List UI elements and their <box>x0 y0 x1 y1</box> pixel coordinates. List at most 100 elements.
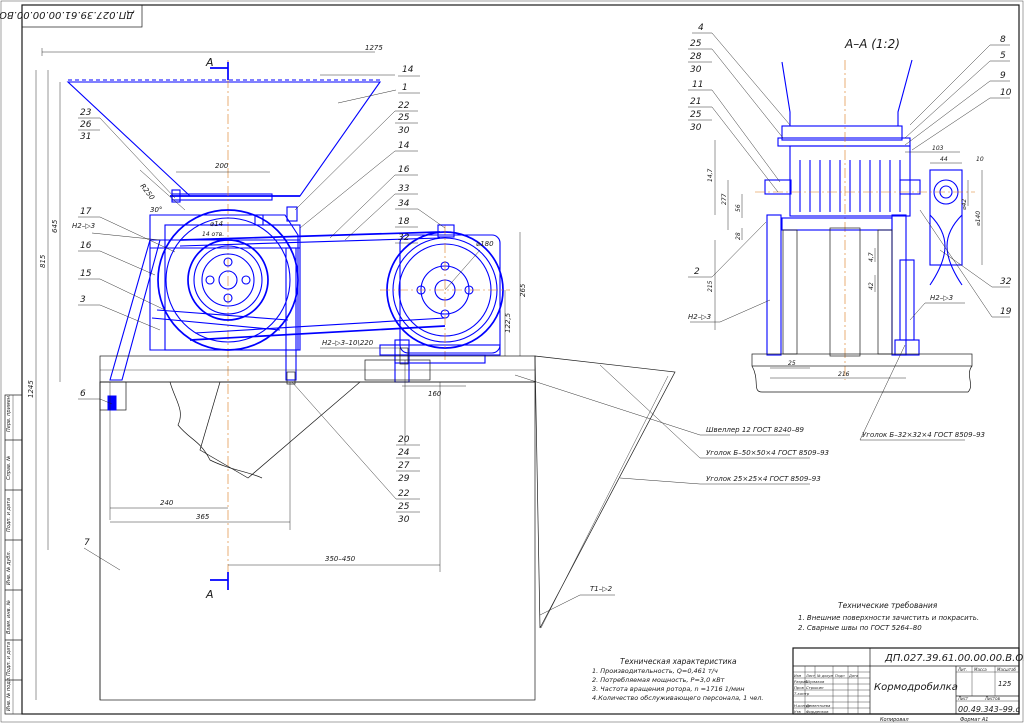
sec-callout: 11 <box>692 80 703 90</box>
dim-350-450: 350–450 <box>325 555 356 563</box>
tb-sheets-label: Листов <box>984 696 1001 701</box>
dim-motor-pulley: ⌀180 <box>476 240 494 248</box>
sec-dim: 28 <box>735 232 742 240</box>
tech-specs-title: Техническая характеристика <box>620 657 737 666</box>
rotor-chamber <box>789 145 911 217</box>
callout: 22 <box>398 101 410 111</box>
electric-motor <box>399 234 501 354</box>
tb-role: Разраб <box>794 679 808 684</box>
callout: 33 <box>398 184 410 194</box>
sec-dim: ⌀42 <box>961 199 968 210</box>
callout: 22 <box>398 489 410 499</box>
main-dimensions: 1275 200 R250 30° ⌀14 14 отв. 645 815 12… <box>27 44 615 700</box>
tb-col-header: № докум <box>816 674 833 678</box>
callout: 24 <box>398 448 410 458</box>
tech-requirements: Технические требования 1. Внешние поверх… <box>798 601 979 632</box>
tb-mass-label: Масса <box>974 667 987 672</box>
side-stamp-cell: Перв. примен. <box>6 394 12 432</box>
callout: 7 <box>84 538 90 548</box>
section-dimensions: 103 44 10 14,7 277 56 28 215 4,7 42 25 2… <box>688 23 1012 441</box>
tb-lit-label: Лит. <box>957 667 967 672</box>
drawing-code: 00.49.343–99.с <box>958 705 1020 714</box>
sec-dim: 4,7 <box>868 252 875 262</box>
sec-dim: 14,7 <box>707 168 714 182</box>
tb-sheet-label: Лист <box>957 696 969 701</box>
section-title: А–А (1:2) <box>844 37 900 51</box>
tb-col-header: Дата <box>848 674 858 678</box>
dim-240: 240 <box>160 499 174 507</box>
sec-dim: 44 <box>940 156 948 163</box>
stand-body <box>99 381 536 701</box>
callout: 26 <box>80 120 92 130</box>
side-stamp: Перв. примен. Справ. № Подп. и дата Инв.… <box>4 394 23 715</box>
tech-spec-item: 1. Производительность, Q=0,461 т/ч <box>592 667 718 675</box>
label-angle25: Уголок 25×25×4 ГОСТ 8509–93 <box>706 475 821 483</box>
top-stamp-text: ДП.027.39.61.00.00.00.ВО <box>0 9 135 20</box>
sec-dim: 42 <box>868 282 875 290</box>
side-stamp-cell: Справ. № <box>6 456 12 480</box>
tech-specs: Техническая характеристика 1. Производит… <box>592 657 763 702</box>
sec-dim: 277 <box>721 193 728 205</box>
channel-beam <box>99 355 536 383</box>
section-view: А–А (1:2) <box>751 37 975 393</box>
callout: 30 <box>398 515 410 525</box>
label-angle50: Уголок Б–50×50×4 ГОСТ 8509–93 <box>706 449 829 457</box>
callout: 14 <box>398 141 410 151</box>
callout: 25 <box>398 113 410 123</box>
tb-role: Н.контр <box>794 703 810 708</box>
tb-col-header: Изм <box>794 674 801 678</box>
sec-callout: 32 <box>1000 277 1012 287</box>
dim-angle: 30° <box>150 206 162 214</box>
sec-dim: 216 <box>838 371 850 378</box>
sec-dim: 215 <box>707 280 714 292</box>
callout: 27 <box>398 461 410 471</box>
main-view: А А <box>66 56 676 701</box>
dim-1225: 122,5 <box>504 312 512 333</box>
main-callouts: 14 1 22 25 30 23 26 31 14 16 33 34 18 <box>78 65 446 571</box>
tech-requirements-title: Технические требования <box>838 601 938 610</box>
sec-callout: 30 <box>690 65 702 75</box>
callout: 23 <box>80 108 92 118</box>
tb-sheet-count: 125 <box>998 680 1012 688</box>
belt-upper <box>179 231 441 241</box>
callout: 3 <box>80 295 86 305</box>
frame-leg-right <box>285 247 297 381</box>
callout: 14 <box>402 65 414 75</box>
inner-frame <box>21 4 1020 715</box>
side-stamp-cell: Инв. № дубл. <box>6 551 12 585</box>
callout: 25 <box>398 502 410 512</box>
callout: 18 <box>398 217 410 227</box>
tech-requirement-item: 1. Внешние поверхности зачистить и покра… <box>798 614 979 622</box>
side-stamp-cell: Инв. № подл. <box>6 677 12 712</box>
stand-brace <box>534 355 676 629</box>
tb-scale-label: Масштаб <box>997 667 1017 672</box>
sec-dim: 56 <box>735 204 742 212</box>
sec-callout: 4 <box>698 23 704 33</box>
callout: 34 <box>398 199 410 209</box>
hopper <box>66 81 382 197</box>
sec-callout: 30 <box>690 123 702 133</box>
callout: 32 <box>398 233 410 243</box>
sec-callout: 19 <box>1000 307 1012 317</box>
format-label: Формат А1 <box>960 717 988 723</box>
callout: 6 <box>80 389 86 399</box>
tb-name: Шумаков <box>806 679 825 684</box>
callout: 17 <box>80 207 92 217</box>
copied-label: Копировал <box>880 717 909 723</box>
title-block: Изм Лист № докум Подп Дата Разраб Шумако… <box>792 647 1024 715</box>
tb-name: Фирденков <box>806 709 829 714</box>
tb-role: Пров <box>794 685 805 690</box>
sec-callout: 25 <box>690 39 702 49</box>
callout: 20 <box>398 435 410 445</box>
dim-160: 160 <box>428 390 442 398</box>
callout: 30 <box>398 126 410 136</box>
sec-callout: 21 <box>690 97 701 107</box>
sec-callout: 28 <box>690 52 702 62</box>
callout: 15 <box>80 269 92 279</box>
sec-dim: 10 <box>976 156 984 163</box>
tech-spec-item: 4.Количество обслуживающего персонала, 1… <box>592 694 763 702</box>
dim-hopper-width: 200 <box>215 162 229 170</box>
tb-role: Т.контр <box>794 691 810 696</box>
dim-645: 645 <box>51 219 59 233</box>
